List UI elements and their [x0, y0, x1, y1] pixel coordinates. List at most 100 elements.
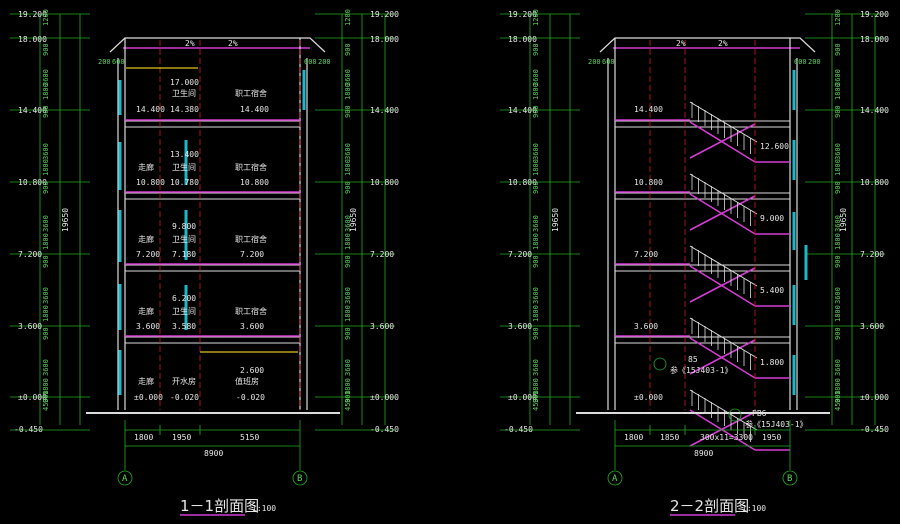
s1-mark-0b: -0.020: [170, 393, 199, 402]
s1-elev-18r: 18.000: [370, 35, 399, 44]
vertical-dim-label: 900: [834, 327, 842, 340]
vertical-dim-label: 1800: [532, 378, 540, 395]
s2-mark-14: 14.400: [634, 105, 663, 114]
s1-floor-slab: [124, 336, 301, 344]
s1-mark-14b: 14.380: [170, 105, 199, 114]
axis-a-bubble: [117, 470, 133, 486]
s2-total-height-r: 19650: [839, 208, 848, 232]
s1-elev-7: 7.200: [18, 250, 42, 259]
section-2-drawing: [500, 13, 885, 516]
s2-small-4: 200: [808, 58, 821, 66]
s2-elev-3: 3.600: [508, 322, 532, 331]
s1-room-dorm1: 职工宿舍: [235, 306, 267, 316]
vertical-dim-label: 1200: [344, 9, 352, 26]
s1-mark-10c: 10.800: [240, 178, 269, 187]
s1-mark-14c: 14.400: [240, 105, 269, 114]
s1-elev-3r: 3.600: [370, 322, 394, 331]
detail-bubble-2: [728, 408, 742, 422]
vertical-dim-label: 900: [532, 43, 540, 56]
s1-elev-3: 3.600: [18, 322, 42, 331]
s1-mark-3a: 3.600: [136, 322, 160, 331]
vertical-dim-label: 900: [344, 43, 352, 56]
vertical-dim-label: 1800: [344, 378, 352, 395]
s1-mark-0c: -0.020: [236, 393, 265, 402]
vertical-dim-label: 900: [42, 43, 50, 56]
vertical-dim-label: 1800: [344, 233, 352, 250]
s1-room-wc1: 卫生间: [172, 306, 196, 316]
s2-elev-0r: ±0.000: [860, 393, 889, 402]
vertical-dim-label: 900: [532, 181, 540, 194]
s2-mark-5: 5.400: [760, 286, 784, 295]
s1-dim-2: 1950: [172, 433, 191, 442]
s2-stair-flight: [689, 339, 756, 375]
s2-small-1: 200: [588, 58, 601, 66]
vertical-dim-label: 1800: [42, 378, 50, 395]
s2-top-right-elev: 19.200: [860, 10, 889, 19]
s1-mark-6: 6.200: [172, 294, 196, 303]
s2-elev-neg: -0.450: [504, 425, 533, 434]
s2-dim-total: 8900: [694, 449, 713, 458]
s2-elev-0: ±0.000: [508, 393, 537, 402]
s2-handrail: [689, 389, 758, 431]
s2-handrail: [689, 101, 758, 143]
vertical-dim-label: 3600: [344, 69, 352, 86]
s1-mark-10a: 10.800: [136, 178, 165, 187]
vertical-dim-label: 1800: [344, 83, 352, 100]
s2-axis-b: B: [787, 474, 792, 484]
vertical-dim-label: 1800: [834, 159, 842, 176]
s1-floor-slab: [124, 192, 301, 200]
s1-top-left-elev: 19.200: [18, 10, 47, 19]
s1-small-4: 200: [318, 58, 331, 66]
section-1-drawing: [10, 13, 395, 516]
s1-elev-18: 18.000: [18, 35, 47, 44]
s2-handrail: [689, 317, 758, 359]
s2-floor-slab: [614, 120, 791, 128]
s1-mark-3c: 3.600: [240, 322, 264, 331]
s1-mark-9: 9.800: [172, 222, 196, 231]
s1-dim-3: 5150: [240, 433, 259, 442]
s1-dim-1: 1800: [134, 433, 153, 442]
vertical-dim-label: 3600: [532, 215, 540, 232]
s2-mark-7: 7.200: [634, 250, 658, 259]
vertical-dim-label: 900: [532, 327, 540, 340]
s2-stair-flight: [689, 121, 756, 163]
s1-slope-1: 2%: [185, 39, 195, 48]
vertical-dim-label: 900: [344, 181, 352, 194]
vertical-dim-label: 900: [344, 105, 352, 118]
vertical-dim-label: 3600: [42, 287, 50, 304]
s2-elev-negr: -0.450: [860, 425, 889, 434]
vertical-dim-label: 3600: [344, 359, 352, 376]
s2-handrail: [689, 173, 758, 215]
vertical-dim-label: 900: [532, 390, 540, 403]
vertical-dim-label: 3600: [532, 287, 540, 304]
vertical-dim-label: 900: [532, 255, 540, 268]
axis-a-bubble-2: [607, 470, 623, 486]
vertical-dimension-labels: 1200900360018009003600180090036001800900…: [42, 9, 842, 411]
vertical-dim-label: 3600: [344, 287, 352, 304]
vertical-dim-label: 3600: [532, 69, 540, 86]
s2-mark-9: 9.000: [760, 214, 784, 223]
axis-b-bubble: [292, 470, 308, 486]
vertical-dim-label: 3600: [344, 215, 352, 232]
vertical-dim-label: 450: [532, 398, 540, 411]
s2-dim-3: 300x11=3300: [700, 433, 753, 442]
vertical-dim-label: 3600: [834, 215, 842, 232]
vertical-dim-label: 1800: [42, 305, 50, 322]
s2-dim-1: 1800: [624, 433, 643, 442]
vertical-dim-label: 1200: [532, 9, 540, 26]
s1-small-1: 200: [98, 58, 111, 66]
s2-axis-a: A: [612, 474, 618, 484]
s2-elev-7: 7.200: [508, 250, 532, 259]
vertical-dim-label: 3600: [532, 359, 540, 376]
s1-room-boil: 开水房: [172, 376, 196, 386]
vertical-dim-label: 1200: [42, 9, 50, 26]
vertical-dim-label: 1800: [42, 233, 50, 250]
s2-title: 2－2剖面图: [670, 497, 749, 515]
s1-room-hall0: 走廊: [138, 376, 154, 386]
vertical-dim-label: 900: [532, 105, 540, 118]
vertical-dim-label: 450: [344, 398, 352, 411]
detail-bubble-1: [653, 357, 667, 371]
s2-stair-flight: [689, 411, 756, 447]
s1-elev-14: 14.400: [18, 106, 47, 115]
s1-room-wc3: 卫生间: [172, 162, 196, 172]
